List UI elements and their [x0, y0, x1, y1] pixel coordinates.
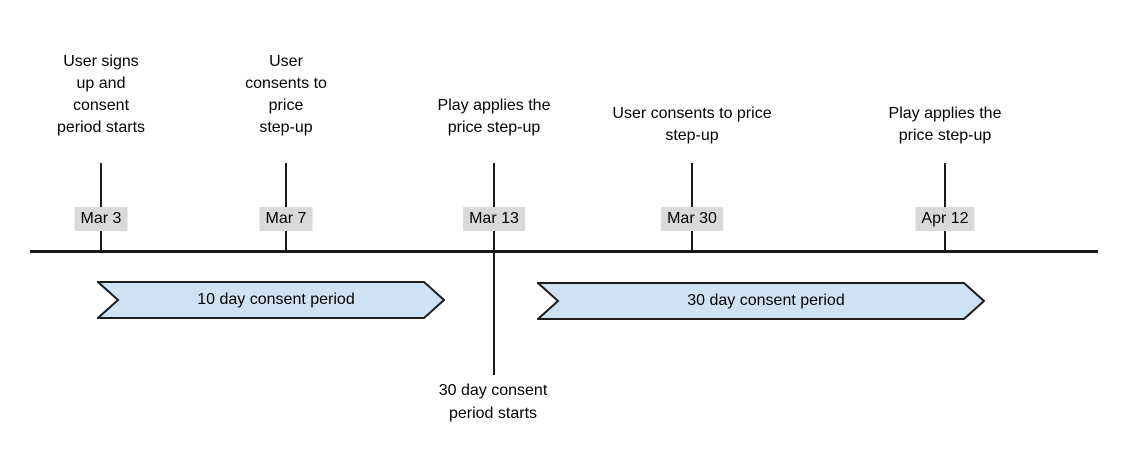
- period-arrow-10day: 10 day consent period: [97, 280, 445, 320]
- milestone-label-consent-2: User consents to price step-up: [612, 105, 772, 144]
- milestone-date-apr12: Apr 12: [915, 207, 975, 231]
- milestone-label-consent-1: User consents to price step-up: [245, 53, 327, 136]
- milestone-date-mar30: Mar 30: [661, 207, 723, 231]
- period-arrow-label-30day: 30 day consent period: [687, 292, 845, 309]
- period-arrow-label-10day: 10 day consent period: [197, 291, 355, 308]
- period-arrow-30day: 30 day consent period: [537, 281, 985, 321]
- milestone-date-mar3: Mar 3: [74, 207, 128, 231]
- consent-start-note: 30 day consent period starts: [438, 382, 548, 422]
- chevron-banner-icon: [537, 282, 985, 320]
- milestone-label-signup: User signs up and consent period starts: [56, 53, 146, 136]
- milestone-tick-mar13: [493, 163, 495, 375]
- milestone-label-apply-1: Play applies the price step-up: [437, 97, 551, 136]
- milestone-date-mar7: Mar 7: [259, 207, 313, 231]
- timeline-axis: [30, 250, 1098, 253]
- milestone-label-apply-2: Play applies the price step-up: [888, 105, 1002, 144]
- chevron-banner-icon: [97, 281, 445, 319]
- milestone-date-mar13: Mar 13: [463, 207, 525, 231]
